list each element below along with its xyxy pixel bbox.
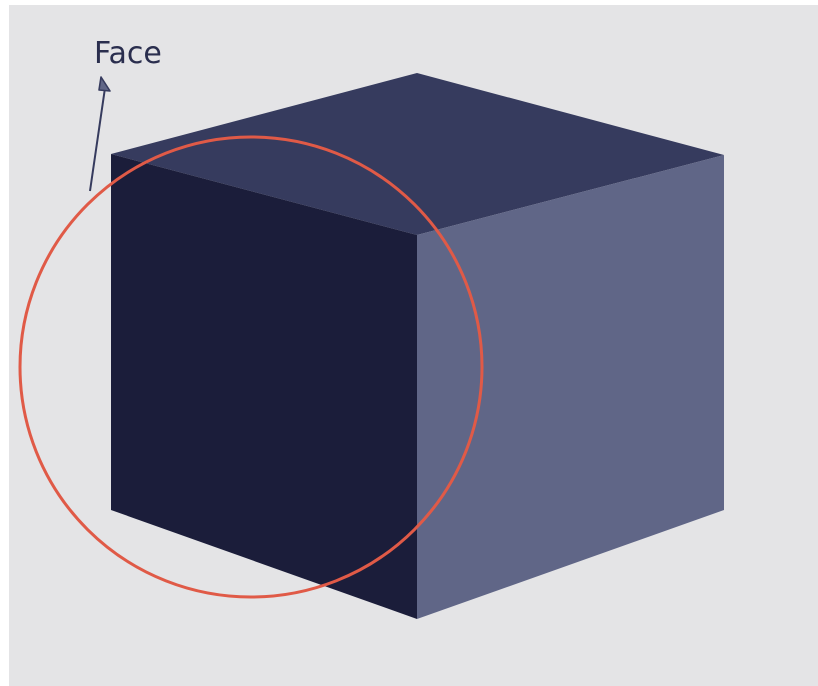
highlight-circle bbox=[18, 135, 484, 599]
annotation-line bbox=[89, 87, 106, 192]
arrow-up-icon bbox=[98, 76, 111, 92]
cube-front-face bbox=[111, 154, 417, 619]
cube-top-face bbox=[111, 73, 724, 235]
cube-right-face bbox=[417, 155, 724, 619]
cube bbox=[111, 73, 724, 619]
annotation-label: Face bbox=[94, 36, 162, 71]
face-annotation: Face bbox=[89, 36, 162, 192]
